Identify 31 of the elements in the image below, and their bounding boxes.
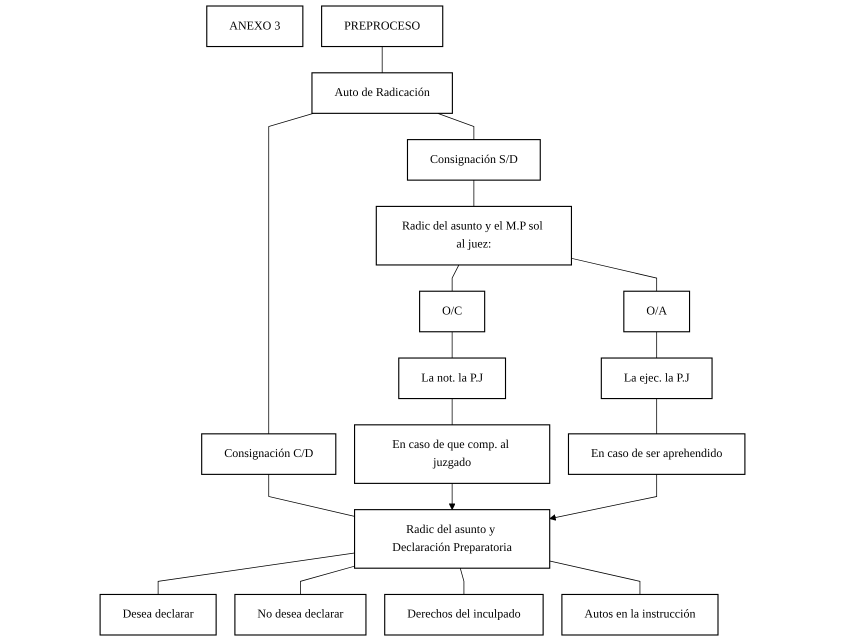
node-box: En caso de que comp. al juzgado <box>354 424 550 484</box>
connector <box>268 474 355 517</box>
node-box: La ejec. la P.J <box>600 357 713 400</box>
connector <box>452 264 460 292</box>
node-box: O/C <box>419 290 486 332</box>
node-box: Radic del asunto y Declaración Preparatoria <box>354 509 550 569</box>
node-box: La not. la P.J <box>398 357 506 400</box>
arrow <box>448 483 456 510</box>
connector <box>656 398 658 434</box>
arrow <box>549 474 658 521</box>
connector <box>300 566 355 595</box>
node-box: Autos en la instrucción <box>561 594 719 636</box>
node-box: ANEXO 3 <box>206 5 304 48</box>
connector <box>549 560 640 595</box>
connector <box>268 112 314 434</box>
node-box: Consignación S/D <box>406 139 541 181</box>
connector <box>656 331 658 358</box>
node-box: O/A <box>623 290 690 332</box>
connector <box>158 552 355 595</box>
node-box: Derechos del inculpado <box>384 594 544 636</box>
node-box: PREPROCESO <box>321 5 444 48</box>
connector <box>460 568 464 595</box>
node-box: Auto de Radicación <box>311 72 453 114</box>
node-box: En caso de ser aprehendido <box>568 433 746 475</box>
node-box: Radic del asunto y el M.P sol al juez: <box>376 206 572 266</box>
connector <box>382 46 383 74</box>
node-box: Consignación C/D <box>201 433 336 475</box>
connector <box>571 258 658 292</box>
node-box: No desea declarar <box>234 594 367 636</box>
connector <box>437 112 474 140</box>
node-box: Desea declarar <box>100 594 217 636</box>
